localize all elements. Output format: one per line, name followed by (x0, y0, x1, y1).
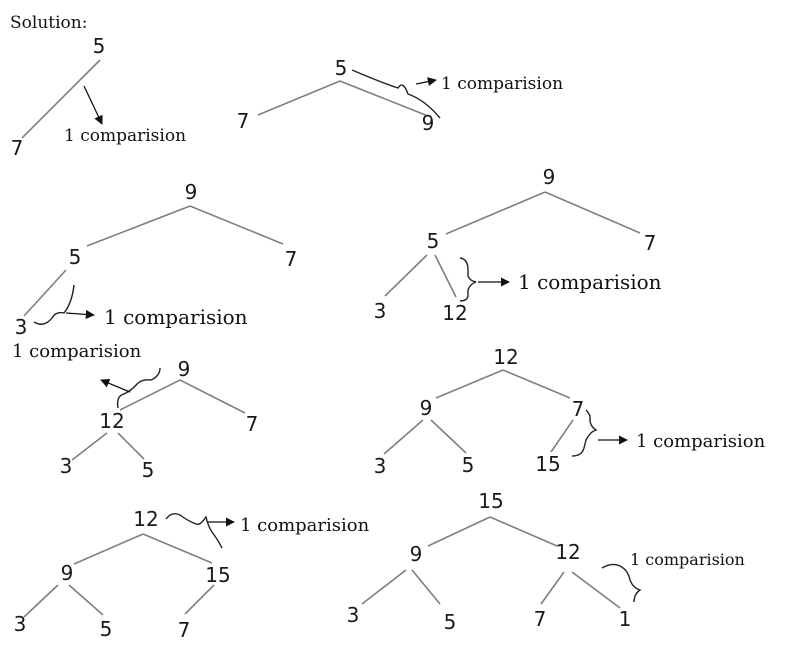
panel-4: 9 5 7 3 12 1 comparision (374, 165, 662, 325)
edge (430, 419, 467, 454)
tree-node: 3 (15, 315, 28, 339)
comparison-label: 1 comparision (636, 431, 766, 452)
tree-node: 5 (142, 458, 155, 482)
edge (540, 571, 565, 605)
panel-7: 12 9 15 3 5 7 1 comparision (14, 507, 370, 642)
edge (434, 254, 457, 298)
tree-node: 7 (572, 397, 585, 421)
panel-8: 15 9 12 3 5 7 1 1 comparision (347, 489, 745, 634)
edge (142, 533, 213, 564)
edge (489, 516, 558, 547)
tree-node: 7 (644, 231, 657, 255)
edge (21, 59, 101, 139)
tree-node: 12 (555, 540, 580, 564)
panel-2: 5 7 9 1 comparision (237, 56, 563, 135)
brace-icon (601, 563, 642, 603)
tree-node: 3 (14, 612, 27, 636)
tree-node: 5 (462, 453, 475, 477)
panel-6: 12 9 7 3 5 15 1 comparision (374, 345, 766, 478)
comparison-label: 1 comparision (64, 126, 186, 146)
tree-node: 7 (11, 136, 24, 160)
tree-node: 12 (442, 301, 467, 325)
edge (384, 254, 428, 297)
arrow-icon (65, 309, 95, 319)
tree-node: 9 (185, 180, 198, 204)
panel-1: 5 7 1 comparision (11, 34, 186, 160)
edge (445, 191, 546, 235)
brace-icon (571, 409, 598, 457)
edge (73, 533, 144, 565)
brace-icon (116, 367, 161, 409)
tree-node: 5 (69, 245, 82, 269)
edge (184, 584, 215, 615)
tree-node: 3 (60, 454, 73, 478)
tree-node: 9 (178, 357, 191, 381)
tree-node: 7 (246, 412, 259, 436)
edge (23, 269, 67, 317)
tree-node: 3 (347, 603, 360, 627)
comparison-label: 1 comparision (104, 305, 248, 329)
brace-icon (351, 69, 441, 119)
edge (86, 205, 191, 247)
edge (119, 379, 181, 411)
tree-node: 9 (543, 165, 556, 189)
edge (383, 419, 424, 455)
tree-node: 15 (205, 563, 230, 587)
edge (117, 432, 145, 460)
tree-node: 9 (61, 561, 74, 585)
arrow-icon (415, 77, 437, 87)
edge (427, 516, 491, 547)
tree-node: 12 (133, 507, 158, 531)
brace-icon (165, 512, 223, 549)
edge (189, 205, 284, 245)
tree-node: 9 (420, 396, 433, 420)
edge (411, 569, 441, 605)
tree-node: 7 (534, 607, 547, 631)
tree-node: 1 (619, 607, 632, 631)
tree-node: 15 (478, 489, 503, 513)
comparison-label: 1 comparision (518, 270, 662, 294)
arrow-icon (83, 85, 103, 125)
tree-node: 3 (374, 454, 387, 478)
tree-node: 5 (100, 617, 113, 641)
tree-node: 12 (99, 409, 124, 433)
arrow-icon (100, 378, 131, 393)
tree-node: 7 (285, 247, 298, 271)
tree-node: 5 (444, 610, 457, 634)
edge (257, 80, 341, 116)
edge (23, 584, 59, 618)
edge (68, 584, 104, 616)
tree-node: 9 (410, 542, 423, 566)
comparison-label: 1 comparision (630, 550, 745, 569)
tree-node: 5 (93, 34, 106, 58)
panel-5: 1 comparision 9 12 7 3 5 (12, 341, 258, 482)
edge (550, 419, 574, 453)
edge (502, 369, 571, 399)
tree-node: 15 (535, 452, 560, 476)
edge (179, 379, 246, 414)
comparison-label: 1 comparision (12, 341, 142, 362)
tree-node: 7 (178, 618, 191, 642)
solution-title: Solution: (10, 13, 87, 33)
tree-node: 12 (493, 345, 518, 369)
edge (339, 80, 429, 117)
panel-3: 9 5 7 3 1 comparision (15, 180, 298, 339)
comparison-label: 1 comparision (441, 74, 563, 94)
tree-node: 5 (427, 229, 440, 253)
edge (544, 191, 641, 234)
edge (361, 569, 407, 605)
tree-node: 7 (237, 109, 250, 133)
tree-node: 5 (335, 56, 348, 80)
brace-icon (33, 284, 75, 325)
brace-icon (459, 257, 477, 302)
comparison-label: 1 comparision (240, 515, 370, 536)
tree-node: 9 (422, 111, 435, 135)
edge (571, 571, 621, 609)
tree-node: 3 (374, 299, 387, 323)
edge (435, 369, 504, 399)
edge (71, 432, 108, 461)
